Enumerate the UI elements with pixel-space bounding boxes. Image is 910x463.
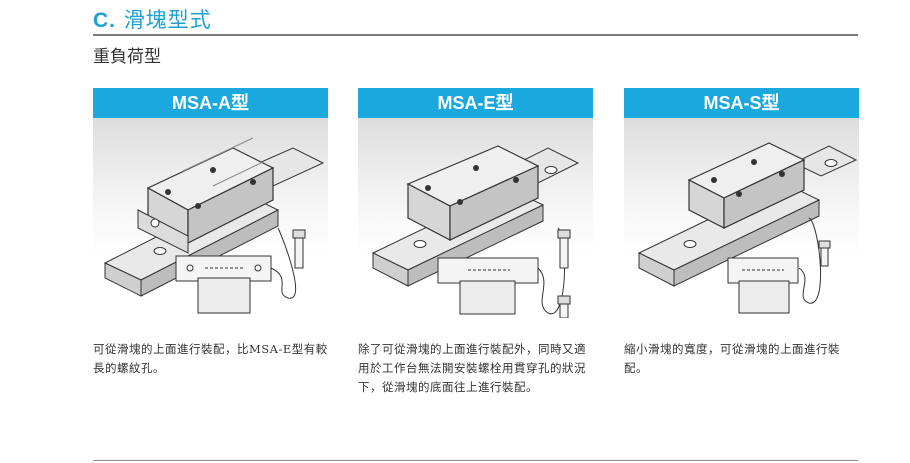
msa-e-illustration — [358, 118, 593, 318]
msa-s-illustration — [624, 118, 859, 318]
bottom-divider — [93, 460, 858, 461]
title-divider — [93, 34, 858, 36]
card-description: 縮小滑塊的寬度，可從滑塊的上面進行裝配。 — [624, 342, 840, 375]
section-letter: C. — [93, 9, 116, 32]
card-title: MSA-A型 — [93, 88, 328, 118]
section-title: C. 滑塊型式 — [93, 4, 212, 34]
section-title-text: 滑塊型式 — [123, 8, 212, 32]
subtitle: 重負荷型 — [93, 47, 161, 67]
card-description: 可從滑塊的上面進行裝配，比MSA-E型有較長的螺紋孔。 — [93, 342, 328, 375]
card-title: MSA-S型 — [624, 88, 859, 118]
card-description: 除了可從滑塊的上面進行裝配外，同時又適用於工作台無法開安裝螺栓用貫穿孔的狀況下，… — [358, 342, 586, 394]
card-msa-a: MSA-A型 — [93, 88, 328, 378]
card-msa-e: MSA-E型 除了可從滑塊的上面進行裝配外，同時又適用於工作台無法開安 — [358, 88, 593, 397]
card-title: MSA-E型 — [358, 88, 593, 118]
card-msa-s: MSA-S型 縮小滑塊的寬度，可從滑塊的上面進行裝配。 — [624, 88, 859, 378]
msa-a-illustration — [93, 118, 328, 318]
